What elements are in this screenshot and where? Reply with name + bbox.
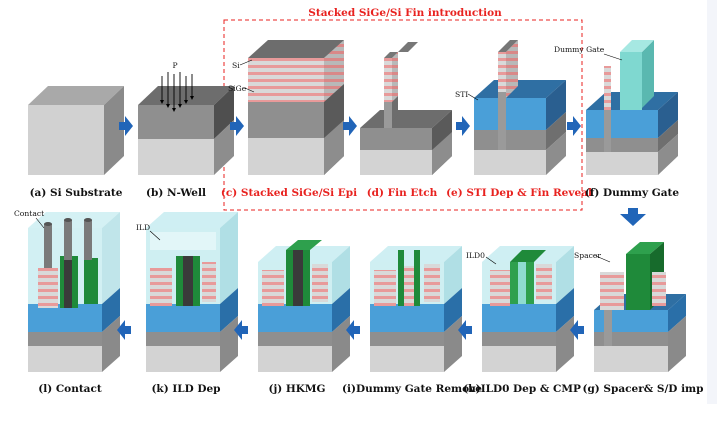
label-dummy-gate: Dummy Gate — [554, 45, 605, 54]
caption-d: (d) Fin Etch — [367, 187, 438, 199]
caption-j: (j) HKMG — [268, 383, 325, 395]
caption-g: (g) Spacer& S/D imp — [582, 383, 703, 395]
step-i-diagram — [370, 246, 462, 372]
caption-a: (a) Si Substrate — [30, 187, 123, 199]
caption-c: (c) Stacked SiGe/Si Epi — [221, 187, 357, 199]
arrows-row1 — [119, 116, 646, 226]
label-sti: STI — [455, 90, 468, 99]
caption-h: (h)ILD0 Dep & CMP — [463, 383, 581, 395]
right-edge-strip — [707, 0, 717, 404]
step-b-diagram: P — [138, 61, 234, 175]
label-ild0: ILD0 — [466, 251, 485, 260]
arrows-row2 — [117, 320, 584, 340]
label-sige: SiGe — [228, 84, 247, 93]
step-f-diagram: Dummy Gate — [554, 40, 678, 175]
step-a-diagram — [28, 86, 124, 175]
caption-f: (f) Dummy Gate — [585, 187, 679, 199]
step-k-diagram: ILD — [136, 212, 238, 372]
caption-k: (k) ILD Dep — [151, 383, 220, 395]
step-h-diagram: ILD0 — [466, 246, 574, 372]
header-title: Stacked SiGe/Si Fin introduction — [308, 7, 502, 19]
label-ild: ILD — [136, 223, 150, 232]
caption-b: (b) N-Well — [146, 187, 206, 199]
step-l-diagram: Contact — [14, 209, 120, 372]
figure-panel: Stacked SiGe/Si Fin introduction P — [14, 7, 704, 395]
label-contact: Contact — [14, 209, 44, 218]
step-j-diagram — [258, 240, 350, 372]
step-c-diagram: Si SiGe — [228, 40, 344, 175]
label-si: Si — [232, 61, 240, 70]
caption-i: (i)Dummy Gate Remove — [342, 383, 482, 395]
implant-arrows — [161, 72, 193, 108]
label-p: P — [172, 61, 177, 70]
step-g-diagram: Spacer — [574, 242, 686, 372]
label-spacer: Spacer — [574, 251, 601, 260]
bottom-margin — [0, 404, 717, 425]
step-e-diagram: STI — [455, 40, 566, 175]
caption-l: (l) Contact — [38, 383, 102, 395]
step-d-diagram — [360, 42, 452, 175]
process-flow-diagram: Stacked SiGe/Si Fin introduction P — [14, 7, 704, 395]
caption-e: (e) STI Dep & Fin Reveal — [446, 187, 592, 199]
